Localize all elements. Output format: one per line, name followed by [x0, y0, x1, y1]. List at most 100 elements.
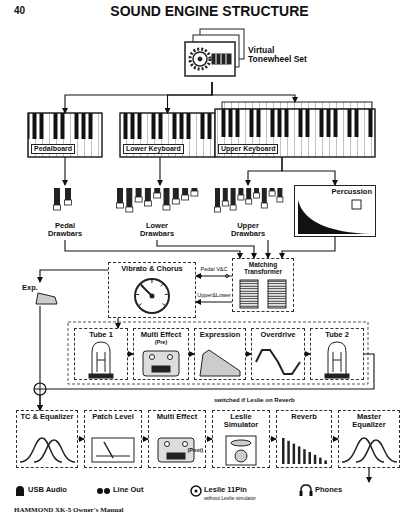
node-label: Exp. [22, 284, 38, 292]
transformer-coils [240, 280, 286, 308]
footer-text: HAMMOND XK-5 Owner's Manual [14, 507, 123, 515]
drawbar-tip [135, 197, 142, 202]
reverb-bar [314, 455, 317, 464]
node-label: Expression [200, 331, 240, 339]
processor-box: Master Equalizer [338, 410, 400, 468]
signal-line [65, 82, 212, 113]
node-label: Upper Keyboard [218, 144, 278, 154]
signal-line [64, 157, 65, 185]
drawbar [223, 188, 228, 206]
dial-tick [139, 304, 141, 306]
drawbar-tip [191, 191, 198, 196]
reverb-bar [303, 449, 306, 464]
overdrive-wave [256, 350, 300, 374]
keyboard: Upper Keyboard [215, 109, 375, 157]
drawbar-tip [277, 197, 283, 202]
drawbar-tip [238, 195, 244, 200]
node-label: TC & Equalizer [21, 413, 74, 421]
output-arrow [368, 468, 369, 482]
edge-label: Upper&Lower [196, 292, 232, 298]
signal-line [40, 354, 374, 410]
drawbar-tip [222, 201, 228, 206]
tonewheel-set: Virtual Tonewheel Set [176, 28, 346, 82]
reverb-bar [293, 444, 296, 464]
leslie-cabinet [226, 436, 256, 465]
node-label: Master Equalizer [341, 413, 397, 430]
node-label: Lower Keyboard [123, 144, 184, 154]
reverb-bar [309, 452, 312, 464]
drawbar-tip [54, 205, 61, 210]
drawbar [182, 188, 188, 200]
drawbar [215, 188, 220, 212]
node-label: Matching Transformer [235, 261, 291, 275]
drawbar-tip [269, 191, 275, 196]
tonewheel-icon [185, 29, 244, 76]
signal-line [196, 301, 232, 302]
drawbar-tip [163, 205, 170, 210]
node-label: Multi Effect [157, 413, 197, 421]
drawbar [145, 188, 151, 206]
dial-tick [165, 294, 168, 295]
node-label: Virtual Tonewheel Set [248, 46, 310, 65]
node-label: Upper Drawbars [222, 222, 274, 239]
reverb-bar [319, 458, 322, 464]
dial-tick [163, 304, 165, 306]
effect-box: Overdrive [251, 328, 305, 380]
processor-box: Reverb [276, 410, 332, 468]
level-meter [92, 438, 134, 462]
dial-tick [141, 284, 143, 286]
signal-line [212, 82, 295, 102]
drawbar [136, 188, 142, 202]
signal-line [168, 82, 213, 113]
edge-label: Pedal V&C [200, 266, 229, 272]
node-sublabel: (Pre) [155, 339, 168, 345]
expression-pedal [200, 350, 240, 376]
processor-box: Patch Level [84, 410, 142, 468]
drawbar-tip [126, 207, 133, 212]
keyboard: Pedalboard [28, 113, 102, 157]
signal-line [282, 157, 335, 185]
keyboard: Lower Keyboard [120, 113, 215, 157]
node-label: Leslie Simulator [215, 413, 267, 430]
signal-line [157, 240, 254, 258]
effect-box: Tube 1 [74, 328, 128, 380]
percussion-icon [352, 200, 361, 209]
reverb-bar [287, 441, 290, 464]
output-name: Leslie 11Pin [204, 486, 247, 494]
drawbar [154, 188, 160, 198]
drawbar [262, 188, 267, 208]
node-label: Percussion [331, 188, 373, 196]
reverb-bar [282, 438, 285, 464]
drawbar [270, 188, 275, 196]
dial-tick [151, 280, 152, 283]
processor-box: Multi Effect(Post) [148, 410, 206, 468]
signal-line [248, 157, 282, 185]
node-label: Pedalboard [31, 144, 75, 154]
page-title: SOUND ENGINE STRUCTURE [0, 4, 419, 19]
drawbar [117, 188, 123, 208]
processor-box: TC & Equalizer [16, 410, 78, 468]
node-label: Pedal Drawbars [39, 222, 91, 239]
vibrato-box: Vibrato & Chorus [108, 262, 196, 318]
drawbars: Pedal Drawbars [30, 185, 100, 240]
signal-line [40, 270, 108, 282]
drawbar-tip [182, 195, 189, 200]
node-label: Tube 2 [325, 331, 349, 339]
signal-line [159, 157, 160, 185]
output-icons [16, 485, 313, 496]
drawbar-tip [230, 205, 236, 210]
node-label: Tube 1 [89, 331, 113, 339]
drawbars: Lower Drawbars [112, 185, 202, 240]
signal-line [282, 237, 335, 258]
signal-line [39, 306, 40, 410]
drawbar-tip [261, 203, 267, 208]
node-label: Lower Drawbars [131, 222, 183, 239]
signal-line [267, 240, 268, 258]
drawbar [277, 188, 282, 202]
dial-tick [136, 294, 139, 295]
drawbar-tip [172, 199, 179, 204]
